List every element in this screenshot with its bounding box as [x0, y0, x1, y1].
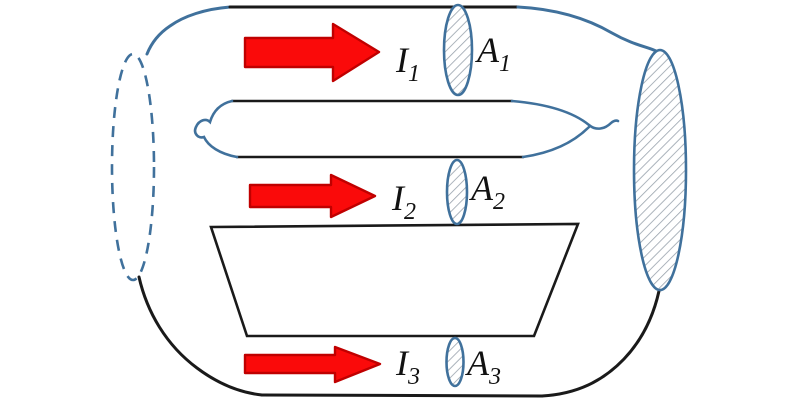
label-i2: I2	[391, 178, 416, 225]
upper-island-left-tip	[193, 99, 239, 159]
upper-island-right-tip-bottom	[521, 125, 591, 159]
flow-arrow-2	[248, 173, 377, 219]
tube-bottom-wall-left-curve	[137, 275, 264, 397]
label-a3-base: A	[465, 343, 490, 383]
flow-arrow-3	[243, 345, 382, 384]
label-a2-sub: 2	[493, 189, 505, 215]
label-a2-base: A	[469, 168, 494, 208]
label-a3: A3	[465, 343, 501, 390]
right-cross-section-ellipse	[632, 48, 688, 292]
label-i1-base: I	[395, 40, 410, 80]
flow-arrow-1	[243, 22, 381, 83]
cross-section-a3-ellipse	[445, 336, 465, 388]
left-opening-dashed-ellipse	[110, 52, 156, 282]
label-i2-base: I	[391, 178, 406, 218]
label-i3-sub: 3	[407, 364, 420, 390]
label-a1-sub: 1	[499, 51, 511, 77]
label-i1-sub: 1	[408, 61, 420, 87]
upper-island-right-tip-top	[510, 99, 620, 130]
label-a3-sub: 3	[488, 364, 501, 390]
label-i2-sub: 2	[404, 199, 416, 225]
label-a1: A1	[475, 30, 511, 77]
tube-bottom-wall-right-curve	[540, 289, 661, 398]
tube-top-wall-right-curve	[516, 5, 658, 53]
cross-section-a2-ellipse	[445, 158, 469, 226]
tube-top-wall-left-curve	[145, 5, 232, 56]
label-i1: I1	[395, 40, 420, 87]
lower-island-trapezoid	[209, 222, 580, 338]
label-a2: A2	[469, 168, 505, 215]
label-a1-base: A	[475, 30, 500, 70]
label-i3-base: I	[395, 343, 410, 383]
label-i3: I3	[395, 343, 420, 390]
tube-bottom-wall-straight	[260, 393, 544, 398]
cross-section-a1-ellipse	[442, 3, 474, 97]
